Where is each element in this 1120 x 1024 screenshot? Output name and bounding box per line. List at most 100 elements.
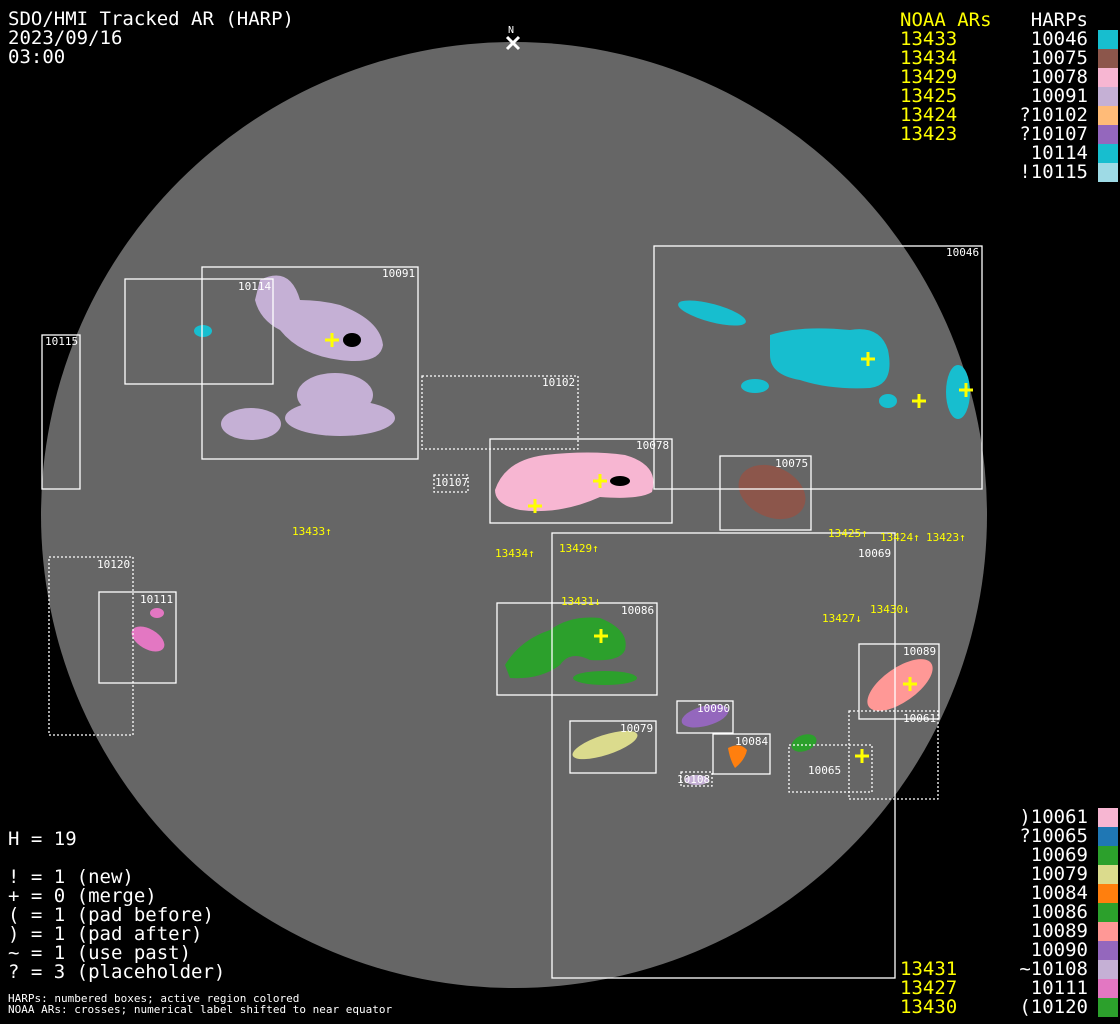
svg-text:N: N — [508, 25, 514, 36]
harp-number: ?10102 — [1019, 104, 1088, 126]
region-10090 — [681, 704, 729, 728]
region-10108 — [685, 775, 709, 785]
noaa-labels: 13433↑ 13434↑ 13429↑ 13431↓ 13425↑ 13424… — [292, 525, 966, 625]
solar-disk — [41, 42, 987, 988]
region-10078 — [495, 452, 654, 512]
region-10075 — [738, 464, 806, 520]
noaa-label: 13424↑ — [880, 531, 920, 544]
noaa-label: 13427↓ — [822, 612, 862, 625]
region-10111 — [131, 626, 165, 652]
color-swatch — [1098, 68, 1118, 87]
noaa-label: 13431↓ — [561, 595, 601, 608]
harp-box-labels: 10046 10091 10114 10115 10102 10078 1007… — [45, 246, 979, 786]
color-swatch — [1098, 903, 1118, 922]
harp-number: )10061 — [1019, 806, 1088, 828]
harp-label: 10079 — [620, 722, 653, 735]
color-swatch — [1098, 144, 1118, 163]
harp-label: 10061 — [903, 712, 936, 725]
noaa-number: 13427 — [900, 977, 958, 999]
harp-number: ?10107 — [1019, 123, 1088, 145]
noaa-number: 13423 — [900, 123, 958, 145]
harp-label: 10078 — [636, 439, 669, 452]
noaa-number: 13429 — [900, 66, 958, 88]
flag-count-line: ( = 1 (pad before) — [8, 904, 214, 926]
harp-label: 10102 — [542, 376, 575, 389]
color-swatch — [1098, 846, 1118, 865]
legend-row: 10089 — [900, 922, 1118, 941]
harp-number: 10111 — [1030, 977, 1088, 999]
legend-row: 13423 ?10107 — [900, 125, 1118, 144]
noaa-label: 13429↑ — [559, 542, 599, 555]
color-swatch — [1098, 865, 1118, 884]
noaa-number: 13431 — [900, 958, 958, 980]
region-10079 — [572, 730, 638, 760]
legend-row: 10114 — [900, 144, 1118, 163]
harp-label: 10091 — [382, 267, 415, 280]
flag-count-line: + = 0 (merge) — [8, 885, 157, 907]
region-10120 — [150, 608, 164, 618]
noaa-number: 13425 — [900, 85, 958, 107]
footer-line-2: NOAA ARs: crosses; numerical label shift… — [8, 1003, 393, 1016]
flag-count-line: ! = 1 (new) — [8, 866, 134, 888]
harp-label: 10120 — [97, 558, 130, 571]
footer-line-1: HARPs: numbered boxes; active region col… — [8, 992, 300, 1005]
region-10089 — [867, 659, 933, 711]
flag-count-line: ~ = 1 (use past) — [8, 942, 192, 964]
flag-count-line: ) = 1 (pad after) — [8, 923, 203, 945]
noaa-label: 13430↓ — [870, 603, 910, 616]
harp-number: 10046 — [1030, 28, 1088, 50]
noaa-number: 13430 — [900, 996, 958, 1018]
harp-number: 10114 — [1030, 142, 1088, 164]
color-swatch — [1098, 960, 1118, 979]
legend-row: 13427 10111 — [900, 979, 1118, 998]
harp-number: 10084 — [1030, 882, 1088, 904]
color-swatch — [1098, 125, 1118, 144]
legend-row: 10090 — [900, 941, 1118, 960]
harp-label: 10046 — [946, 246, 979, 259]
region-10114 — [194, 325, 212, 337]
harp-label: 10065 — [808, 764, 841, 777]
harp-label: 10089 — [903, 645, 936, 658]
legend-row: 13430(10120 — [900, 998, 1118, 1017]
color-swatch — [1098, 808, 1118, 827]
legend-row: 10069 — [900, 846, 1118, 865]
color-swatch — [1098, 884, 1118, 903]
color-swatch — [1098, 163, 1118, 182]
harp-count: H = 19 — [8, 828, 77, 850]
harp-number: 10078 — [1030, 66, 1088, 88]
color-swatch — [1098, 827, 1118, 846]
color-swatch — [1098, 941, 1118, 960]
region-10084 — [728, 745, 747, 768]
region-10046 — [770, 328, 890, 389]
color-swatch — [1098, 30, 1118, 49]
region-10086 — [505, 617, 626, 679]
region-10069 — [791, 734, 817, 752]
harp-label: 10084 — [735, 735, 768, 748]
legend-row: 10086 — [900, 903, 1118, 922]
north-marker: N — [505, 25, 521, 51]
harp-label: 10086 — [621, 604, 654, 617]
harp-label: 10115 — [45, 335, 78, 348]
harp-label: 10114 — [238, 280, 271, 293]
harp-number: ~10108 — [1019, 958, 1088, 980]
harp-number: ?10065 — [1019, 825, 1088, 847]
legend-row: 13429 10078 — [900, 68, 1118, 87]
harp-number: !10115 — [1019, 161, 1088, 183]
legend-row: )10061 — [900, 808, 1118, 827]
harp-number: 10086 — [1030, 901, 1088, 923]
legend-row: 10084 — [900, 884, 1118, 903]
noaa-header: NOAA ARs — [900, 9, 992, 31]
map-title: SDO/HMI Tracked AR (HARP) — [8, 8, 294, 30]
flag-count-line: ? = 3 (placeholder) — [8, 961, 226, 983]
harp-label: 10069 — [858, 547, 891, 560]
harp-number: 10089 — [1030, 920, 1088, 942]
color-swatch — [1098, 49, 1118, 68]
noaa-number: 13424 — [900, 104, 958, 126]
harp-number: 10075 — [1030, 47, 1088, 69]
color-swatch — [1098, 87, 1118, 106]
